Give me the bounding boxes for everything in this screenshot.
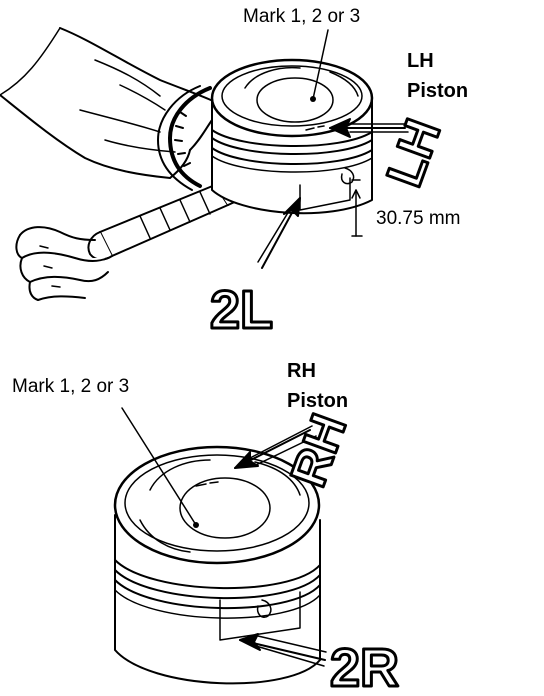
ring-compressor-band [157,85,212,191]
rh-piston-label-line2: Piston [287,390,349,412]
fingers-illustration [15,226,109,301]
rh-piston-label-line1: RH [287,360,316,382]
rh-code-stamp: 2R [330,638,399,696]
rh-piston-body [113,445,321,685]
lh-mark-label: Mark 1, 2 or 3 [243,6,361,27]
lh-piston-label-line1: LH [407,50,434,72]
rh-mark-label: Mark 1, 2 or 3 [12,376,130,397]
rh-leader-lines [121,407,327,667]
lh-leader-lines [257,29,409,269]
lh-code-stamp: 2L [210,280,273,340]
hand-illustration [0,27,231,179]
lh-piston-label-line2: Piston [407,80,469,102]
lh-dimension-lines [351,179,363,237]
lh-dimension-label: 30.75 mm [376,208,461,229]
